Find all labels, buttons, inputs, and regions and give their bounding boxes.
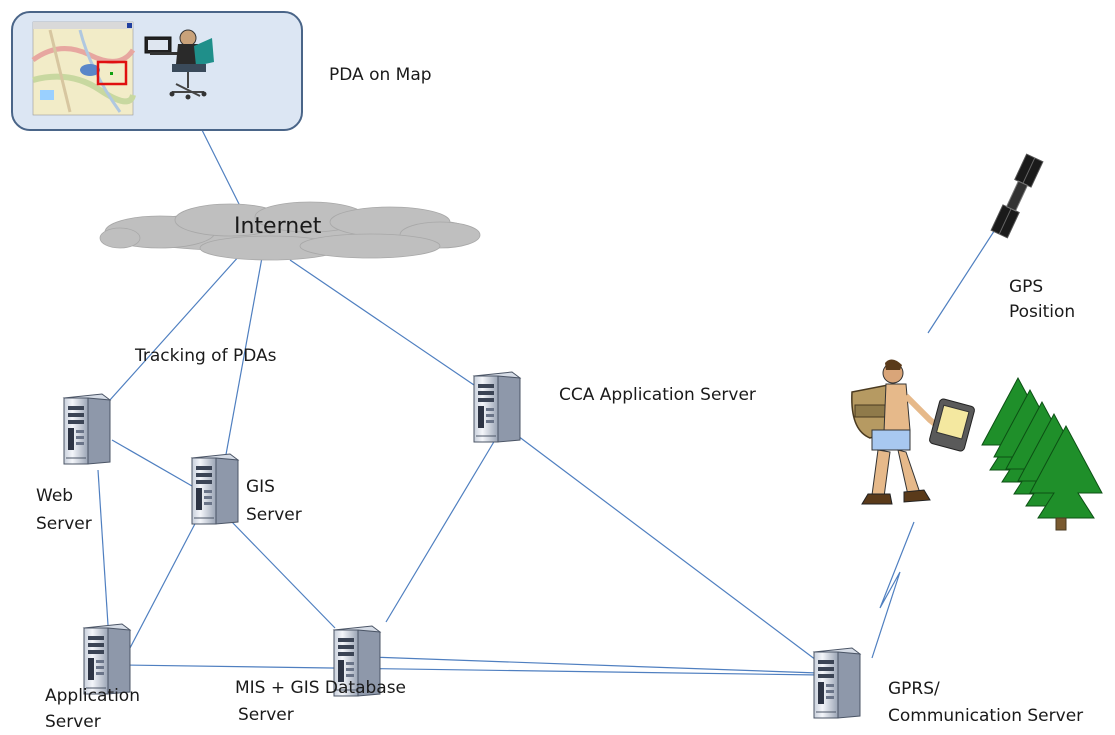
cloud-icon [99, 201, 481, 261]
server-icon [473, 371, 521, 443]
gps-label-line1: GPS [1009, 277, 1044, 297]
hiker-icon [851, 359, 975, 505]
app-server-label-line2: Server [45, 712, 101, 732]
gprs-server-label-line2: Communication Server [888, 706, 1084, 726]
pda-on-map-label: PDA on Map [329, 65, 432, 85]
cca-server-label: CCA Application Server [559, 385, 756, 405]
link-app-gprs [121, 664, 821, 676]
db-server-label-line1: MIS + GIS Database [235, 678, 407, 698]
server-icon [63, 393, 111, 465]
link-db-gprs [369, 656, 819, 674]
server-icon [813, 647, 861, 719]
server-icon [191, 453, 239, 525]
web-server-label-line2: Server [36, 514, 92, 534]
web-server-label-line1: Web [36, 486, 74, 506]
tracking-label: Tracking of PDAs [135, 346, 277, 366]
gis-server-label-line1: GIS [246, 477, 275, 497]
link-cca-gprs [517, 435, 821, 664]
connection-lines [91, 91, 1001, 676]
link-web-gis [111, 439, 193, 487]
gis-server-label-line2: Server [246, 505, 302, 525]
gprs-server-label-line1: GPRS/ [888, 679, 940, 699]
link-web-app [97, 469, 109, 626]
pda-on-map-panel [11, 11, 303, 131]
link-internet-cca [289, 259, 475, 386]
link-internet-web [91, 254, 241, 421]
desk-user-icon [144, 29, 214, 100]
link-internet-gis [224, 251, 264, 461]
link-gps-hiker [927, 221, 1001, 334]
pda-device-icon [929, 398, 975, 452]
gps-label-line2: Position [1009, 302, 1076, 322]
pda-map-thumbnail [31, 21, 136, 116]
wireless-link-icon [871, 521, 915, 659]
app-server-label-line1: Application [45, 686, 140, 706]
link-cca-db [385, 439, 496, 623]
internet-label: Internet [234, 214, 322, 239]
tree-icon [981, 376, 1103, 531]
satellite-icon [990, 153, 1044, 239]
link-gis-app [129, 517, 199, 649]
db-server-label-line2: Server [238, 705, 294, 725]
link-gis-db [229, 519, 336, 629]
